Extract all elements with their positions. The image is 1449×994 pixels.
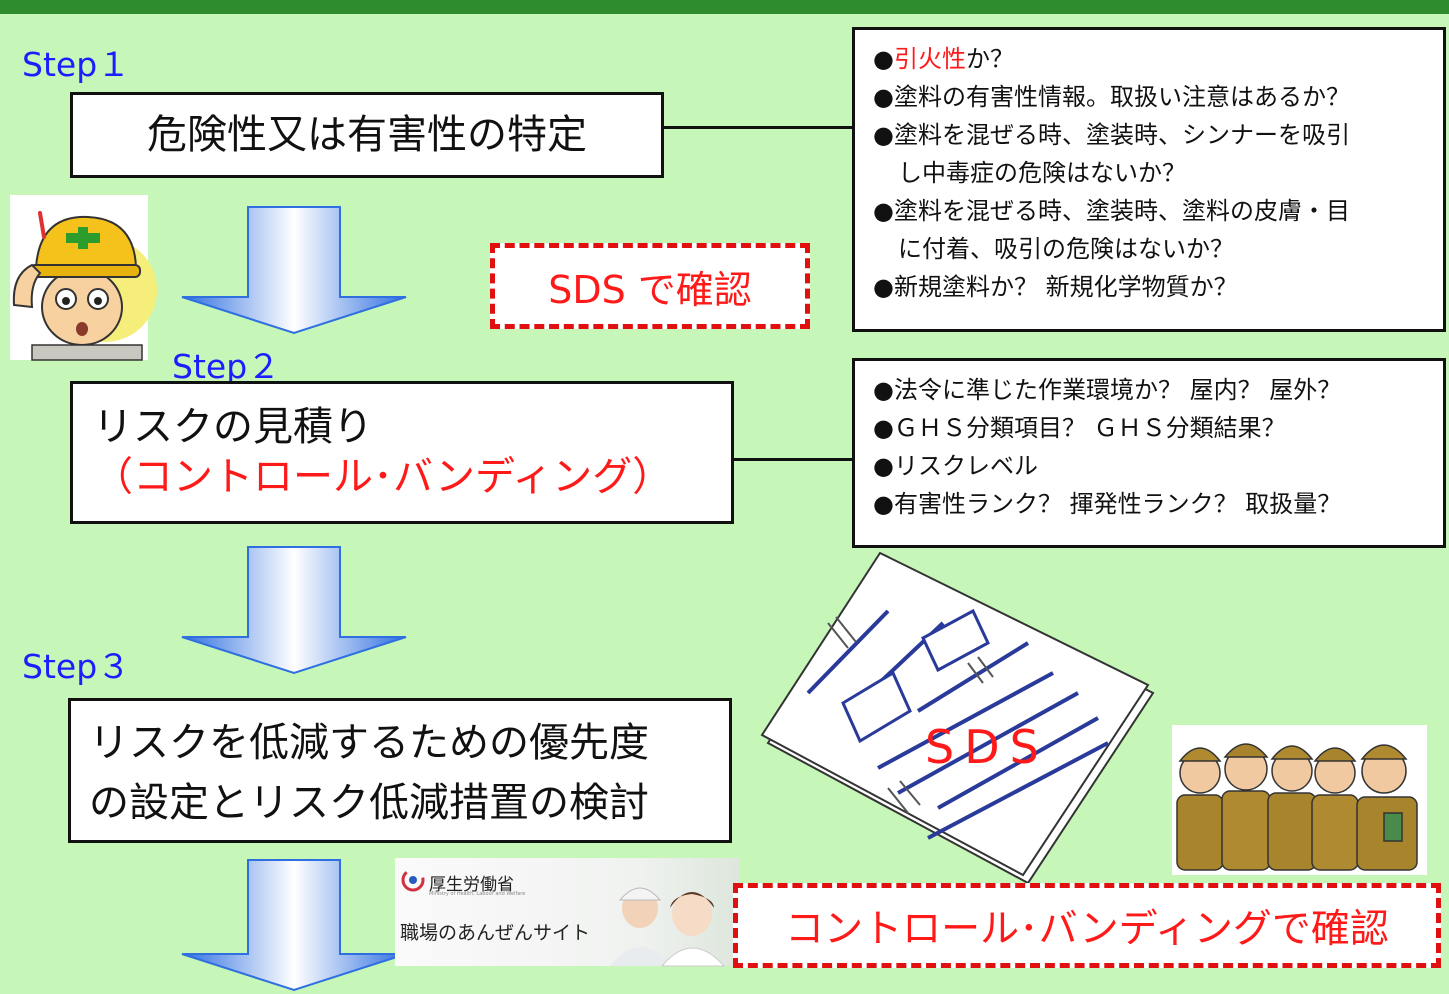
step3-title-line2: の設定とリスク低減措置の検討: [89, 780, 649, 826]
checklist2-line2: ●ＧＨＳ分類項目？ ＧＨＳ分類結果？: [873, 414, 1286, 442]
ministry-logo-icon: [401, 868, 425, 892]
checklist2-line4: ●有害性ランク？ 揮発性ランク？ 取扱量？: [873, 490, 1342, 518]
step2-label: Step２: [172, 347, 281, 386]
checklist1-line3: ●塗料を混ぜる時、塗装時、シンナーを吸引: [873, 121, 1350, 149]
step2-connector: [734, 458, 854, 461]
control-banding-check-badge: コントロール･バンディングで確認: [733, 883, 1441, 968]
step3-title-line1: リスクを低減するための優先度: [89, 720, 649, 766]
site-name: 職場のあんぜんサイト: [400, 922, 591, 944]
step1-title: 危険性又は有害性の特定: [147, 112, 587, 158]
arrow-down-1: [181, 206, 407, 335]
ministry-name: 厚生労働省: [429, 875, 514, 895]
step3-box: リスクを低減するための優先度 の設定とリスク低減措置の検討: [68, 698, 732, 843]
checklist1-line6: に付着、吸引の危険はないか？: [898, 235, 1234, 263]
control-banding-check-text: コントロール･バンディングで確認: [785, 906, 1389, 952]
arrow-down-3: [181, 859, 407, 992]
checklist1-line1: ●引火性か？: [873, 45, 1014, 73]
step2-subtitle: （コントロール･バンディング）: [93, 454, 673, 500]
sds-check-text: SDS で確認: [548, 267, 752, 312]
step2-title: リスクの見積り: [93, 404, 373, 450]
step1-connector: [664, 126, 854, 129]
sds-check-badge: SDS で確認: [490, 243, 810, 329]
sds-document-label: SDS: [925, 720, 1049, 774]
checklist1-line5: ●塗料を混ぜる時、塗装時、塗料の皮膚・目: [873, 197, 1350, 225]
site-people-photo: [610, 887, 726, 967]
step1-box: 危険性又は有害性の特定: [70, 92, 664, 178]
worker-pointing-illustration: [10, 195, 157, 361]
top-bar: [0, 0, 1449, 14]
worker-group-illustration: [1172, 725, 1427, 875]
checklist1-line2: ●塗料の有害性情報。取扱い注意はあるか？: [873, 83, 1350, 111]
checklist2-line3: ●リスクレベル: [873, 452, 1038, 480]
checklist1-line4: し中毒症の危険はないか？: [898, 159, 1186, 187]
checklist2-line1: ●法令に準じた作業環境か？ 屋内？ 屋外？: [873, 376, 1342, 404]
checklist1-box: ●引火性か？ ●塗料の有害性情報。取扱い注意はあるか？ ●塗料を混ぜる時、塗装時…: [852, 27, 1446, 332]
ministry-english: Ministry of Health, Labour and Welfare: [429, 891, 526, 897]
safety-site-banner[interactable]: 厚生労働省 Ministry of Health, Labour and Wel…: [395, 858, 740, 967]
step2-box: リスクの見積り （コントロール･バンディング）: [70, 381, 734, 524]
step1-label: Step１: [22, 45, 131, 84]
checklist1-line7: ●新規塗料か？ 新規化学物質か？: [873, 273, 1238, 301]
sds-document-illustration: [760, 551, 1155, 885]
arrow-down-2: [181, 546, 407, 675]
step3-label: Step３: [22, 647, 131, 686]
checklist2-box: ●法令に準じた作業環境か？ 屋内？ 屋外？ ●ＧＨＳ分類項目？ ＧＨＳ分類結果？…: [852, 358, 1446, 548]
